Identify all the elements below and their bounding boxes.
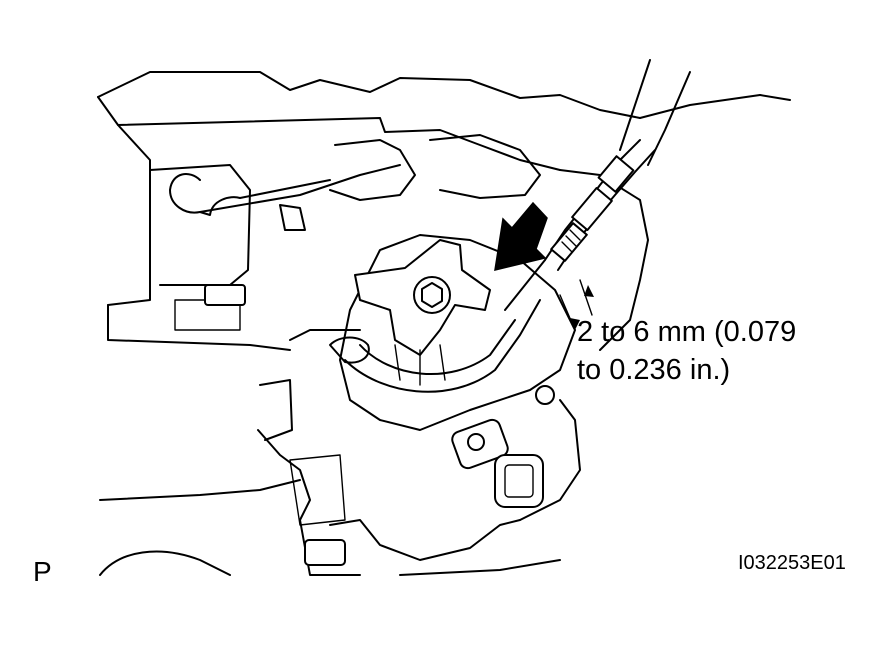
push-direction-arrow <box>494 201 548 271</box>
manual-shift-lever <box>329 239 541 393</box>
position-label: P <box>33 556 52 587</box>
measurement-label-line1: 2 to 6 mm (0.079 <box>577 316 797 348</box>
engine-background-outline <box>97 59 791 576</box>
measurement-dimension-arrows <box>559 279 594 331</box>
valve-body-outline <box>339 234 576 508</box>
shift-control-cable <box>504 139 656 311</box>
figure-code: I032253E01 <box>738 552 846 574</box>
measurement-label-line2: to 0.236 in.) <box>577 354 731 386</box>
